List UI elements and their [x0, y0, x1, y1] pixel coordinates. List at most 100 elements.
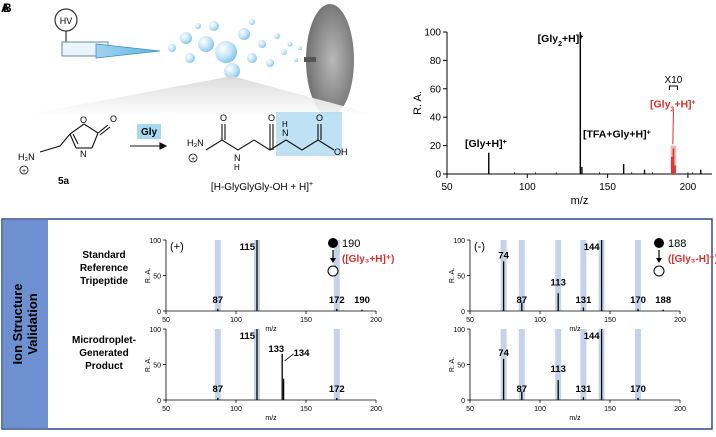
- atom-oh: OH: [334, 147, 348, 157]
- ms-inlet-tube: [304, 57, 316, 62]
- c-x-tick-label: 200: [370, 406, 382, 413]
- c-peak-label: 115: [240, 242, 256, 253]
- negative-precursor-legend: 188 ([Gly₃-H]⁻): [653, 238, 716, 277]
- c-highlight-band: [214, 240, 221, 311]
- validation-side-bar: [3, 220, 48, 428]
- c-peak-label: 190: [354, 295, 370, 306]
- compound-5a-label: 5a: [58, 176, 70, 187]
- c-y-tick-label: 0: [461, 398, 465, 405]
- c-y-tick-label: 50: [457, 363, 465, 370]
- c-x-tick-label: 200: [370, 317, 382, 324]
- c-highlight-band: [580, 329, 587, 400]
- svg-text:Reference: Reference: [80, 263, 129, 274]
- c-peak-label: 172: [329, 384, 345, 395]
- c-peak-label: 113: [551, 277, 566, 288]
- c-x-tick-label: 200: [674, 406, 686, 413]
- product-formula: [H-GlyGlyGly-OH + H]+: [211, 181, 313, 193]
- atom-o-carbonyl: O: [110, 114, 117, 124]
- c-x-tick-label: 200: [674, 317, 686, 324]
- c-y-tick-label: 100: [453, 327, 465, 334]
- c-highlight-band: [518, 329, 525, 400]
- c-peak-label: 170: [630, 384, 646, 395]
- atom-h-1: H: [234, 163, 240, 172]
- c-y-axis-label: R. A.: [449, 268, 456, 283]
- b-magnification-label: X10: [665, 75, 683, 86]
- row-label-microdroplet: Microdroplet- Generated Product: [72, 335, 136, 372]
- c-y-axis-label: R. A.: [449, 357, 456, 372]
- svg-text:([Gly₃+H]⁺): ([Gly₃+H]⁺): [342, 254, 394, 265]
- c-highlight-band: [635, 240, 641, 311]
- c-highlight-band: [555, 240, 562, 311]
- atom-n-1: N: [234, 153, 241, 163]
- c-x-axis-label: m/z: [265, 415, 277, 422]
- svg-text:188: 188: [668, 238, 686, 250]
- c-peak-label: 134: [294, 348, 311, 359]
- c-polarity-label: (+): [170, 241, 184, 253]
- b-y-tick-label: 60: [430, 84, 442, 95]
- b-x-tick-label: 200: [680, 182, 697, 193]
- c-peak-label: 87: [213, 295, 224, 306]
- atom-o-ring: O: [80, 115, 87, 125]
- c-y-tick-label: 50: [457, 274, 465, 281]
- c-x-tick-label: 150: [300, 406, 312, 413]
- b-y-tick-label: 80: [430, 56, 442, 67]
- b-y-axis-label: R. A.: [412, 91, 424, 115]
- c-x-tick-label: 100: [534, 317, 546, 324]
- atom-o-2: O: [268, 113, 275, 123]
- b-y-tick-label: 0: [435, 170, 441, 181]
- b-x-tick-label: 100: [519, 182, 536, 193]
- atom-o-3: O: [316, 113, 323, 123]
- svg-text:Microdroplet-: Microdroplet-: [72, 335, 136, 346]
- c-highlight-band: [333, 329, 340, 400]
- validation-frame: [1, 218, 713, 430]
- hv-label: HV: [60, 16, 73, 26]
- c-y-tick-label: 50: [153, 363, 161, 370]
- c-peak-label: 144: [584, 242, 601, 253]
- electrospray-schematic: HV: [20, 4, 380, 116]
- c-x-tick-label: 150: [604, 317, 616, 324]
- c-peak-label: 113: [551, 364, 566, 375]
- b-x-tick-label: 50: [441, 182, 453, 193]
- c-peak-label: 87: [517, 295, 528, 306]
- atom-n-ring: N: [80, 149, 87, 159]
- c-y-tick-label: 0: [157, 398, 161, 405]
- b-x-axis-label: m/z: [571, 195, 589, 207]
- c-y-tick-label: 0: [461, 309, 465, 316]
- c-y-tick-label: 100: [453, 238, 465, 245]
- c-peak-label: 144: [584, 331, 601, 342]
- c-peak-label: 131: [575, 384, 592, 395]
- c-y-tick-label: 50: [153, 274, 161, 281]
- b-y-tick-label: 100: [424, 28, 441, 39]
- c-x-tick-label: 50: [466, 317, 474, 324]
- c-x-tick-label: 50: [466, 406, 474, 413]
- c-x-tick-label: 100: [230, 317, 242, 324]
- row-label-standard: Standard Reference Tripeptide: [80, 250, 129, 287]
- c-x-tick-label: 50: [162, 406, 170, 413]
- svg-text:([Gly₃-H]⁻): ([Gly₃-H]⁻): [668, 254, 716, 265]
- b-peak-annotation: [Gly3+H]+: [650, 98, 696, 113]
- atom-n-2: N: [282, 128, 289, 138]
- gly-reagent-highlight: [137, 124, 161, 139]
- c-polarity-label: (-): [474, 241, 485, 253]
- b-gly3-leader: [672, 111, 674, 145]
- b-x-tick-label: 150: [599, 182, 616, 193]
- c-x-tick-label: 50: [162, 317, 170, 324]
- gly-reagent-label: Gly: [141, 127, 158, 138]
- magnify-cone: [20, 76, 380, 116]
- atom-o-1: O: [220, 113, 227, 123]
- b-magnification-bracket: [668, 85, 678, 90]
- c-x-tick-label: 150: [604, 406, 616, 413]
- droplets: [168, 19, 302, 79]
- taylor-cone: [95, 43, 161, 59]
- c-peak-label: 172: [329, 295, 345, 306]
- svg-text:Generated: Generated: [79, 348, 128, 359]
- c-highlight-band: [518, 240, 525, 311]
- atom-h3n-product: H₃N: [187, 138, 204, 148]
- svg-text:Standard: Standard: [82, 250, 125, 261]
- b-peak-annotation: [Gly2+H]+: [538, 33, 584, 48]
- c-highlight-band: [214, 329, 221, 400]
- panel-label-a: A: [1, 1, 10, 15]
- c-peak-label: 133: [268, 344, 284, 355]
